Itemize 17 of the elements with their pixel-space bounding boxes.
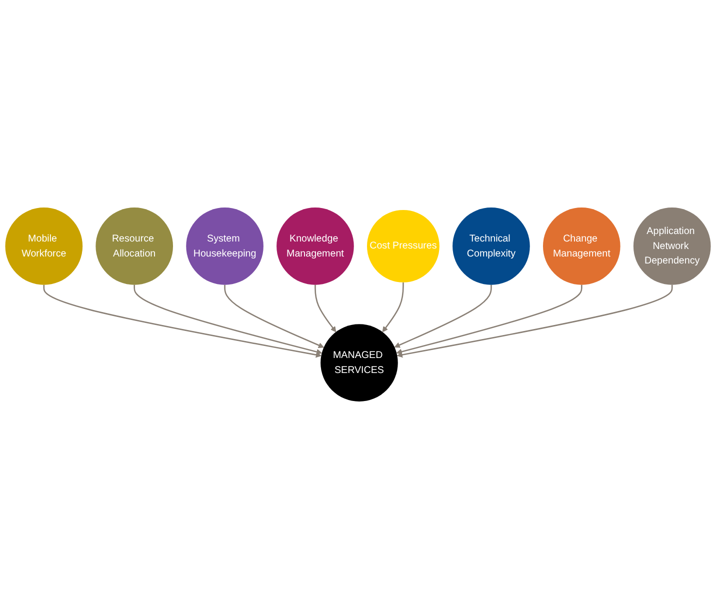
arrow: [396, 284, 582, 354]
node-circle: System Housekeeping: [186, 208, 264, 285]
arrow: [43, 284, 322, 358]
node-circle: MANAGED SERVICES: [320, 324, 398, 402]
arrow: [224, 284, 324, 348]
arrow: [134, 284, 322, 355]
arrow: [314, 284, 336, 332]
node-circle: Change Management: [543, 208, 620, 285]
node-circle: Application Network Dependency: [633, 208, 711, 285]
node-circle: Resource Allocation: [96, 208, 173, 285]
arrow: [382, 282, 404, 332]
node-circle: Technical Complexity: [452, 208, 530, 285]
arrow: [396, 284, 673, 358]
arrow: [394, 284, 492, 348]
node-circle: Cost Pressures: [367, 210, 440, 282]
node-circle: Knowledge Management: [276, 208, 354, 285]
node-circle: Mobile Workforce: [5, 208, 83, 285]
